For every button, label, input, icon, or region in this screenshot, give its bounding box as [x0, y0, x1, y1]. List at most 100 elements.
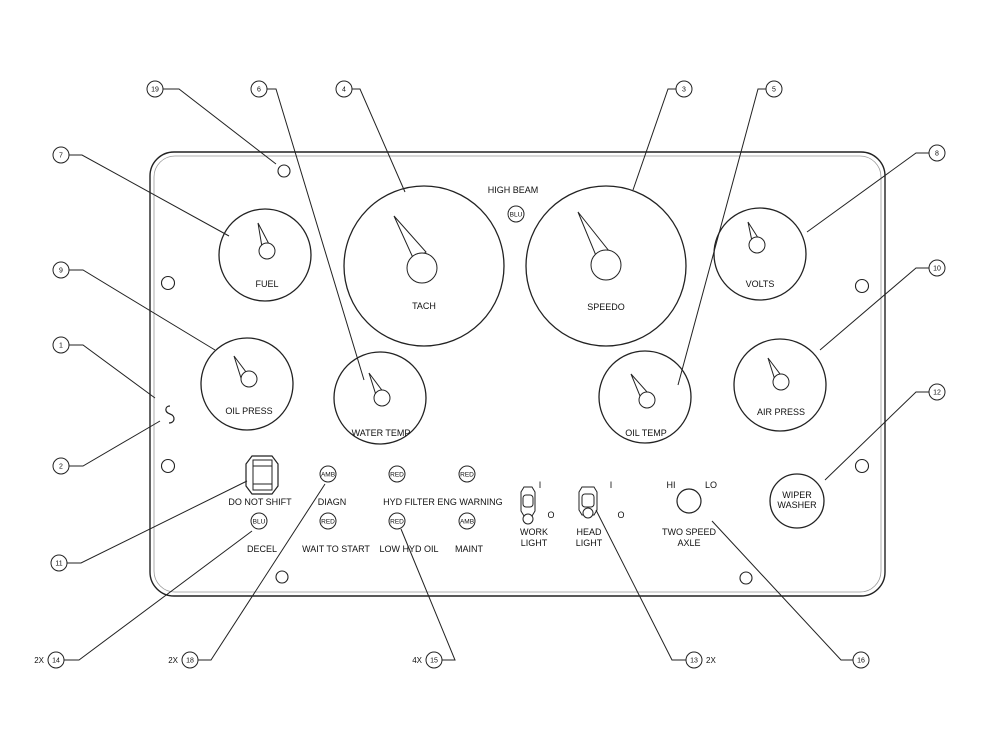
gauge-label: VOLTS — [746, 279, 775, 289]
gauge-bezel — [200, 337, 294, 431]
lamp-color-code: RED — [390, 519, 404, 526]
gauge-label: OIL PRESS — [225, 406, 272, 416]
gauge-water-temp: WATER TEMP — [333, 351, 427, 445]
gauge-label: OIL TEMP — [625, 428, 667, 438]
quantity-multiplier: 2X — [34, 656, 44, 665]
hyd-filter-label: HYD FILTER — [383, 497, 435, 507]
two-speed-hi-mark: HI — [667, 480, 676, 490]
callout-number: 10 — [933, 266, 941, 273]
gauge-oil-press: OIL PRESS — [200, 337, 294, 431]
wiper-washer-label-line2: WASHER — [777, 500, 817, 510]
lamp-color-code: RED — [321, 519, 335, 526]
callout-5 — [765, 80, 783, 98]
high-beam-lamp — [507, 205, 525, 223]
callout-number: 4 — [342, 87, 346, 94]
callout-6 — [250, 80, 268, 98]
gauge-bezel — [218, 208, 312, 302]
callout-10 — [928, 259, 946, 277]
gauge-bezel — [598, 350, 692, 444]
callout-7 — [52, 146, 70, 164]
gauge-label: AIR PRESS — [757, 407, 805, 417]
callout-3 — [675, 80, 693, 98]
callout-2 — [52, 457, 70, 475]
do-not-shift-label: DO NOT SHIFT — [228, 497, 292, 507]
callout-18 — [181, 651, 199, 669]
mounting-hole — [854, 458, 870, 474]
wait-to-start-label: WAIT TO START — [302, 544, 370, 554]
callout-number: 1 — [59, 343, 63, 350]
head-light-off-mark: O — [617, 510, 624, 520]
callout-number: 9 — [59, 268, 63, 275]
two-speed-axle-switch — [676, 488, 702, 514]
lamp-color-code: RED — [460, 472, 474, 479]
callout-9 — [52, 261, 70, 279]
callouts — [47, 80, 946, 669]
gauge-hub — [590, 249, 622, 281]
callout-4 — [335, 80, 353, 98]
gauge-bezel — [343, 185, 505, 347]
gauge-hub — [373, 389, 391, 407]
gauge-fuel: FUEL — [218, 208, 312, 302]
maint-label: MAINT — [455, 544, 484, 554]
callout-number: 13 — [690, 658, 698, 665]
gauge-hub — [638, 391, 656, 409]
callout-number: 14 — [52, 658, 60, 665]
gauge-bezel — [733, 338, 827, 432]
callout-number: 15 — [430, 658, 438, 665]
two-speed-axle-label-line2: AXLE — [677, 538, 700, 548]
wiper-washer-label-line1: WIPER — [782, 490, 812, 500]
panel-inner-border — [153, 155, 882, 593]
callout-number: 12 — [933, 390, 941, 397]
lamp-color-code: AMB — [460, 519, 474, 526]
head-light-on-mark: I — [610, 480, 613, 490]
gauge-air-press: AIR PRESS — [733, 338, 827, 432]
callout-number: 6 — [257, 87, 261, 94]
quantity-multiplier: 4X — [412, 656, 422, 665]
maint-lamp — [458, 512, 476, 530]
callout-11 — [50, 554, 68, 572]
low-hyd-oil-lamp — [388, 512, 406, 530]
callout-12 — [928, 383, 946, 401]
work-light-label-line2: LIGHT — [521, 538, 548, 548]
gauge-oil-temp: OIL TEMP — [598, 350, 692, 444]
callout-number: 11 — [55, 561, 62, 568]
gauge-hub — [748, 236, 766, 254]
gauge-bezel — [333, 351, 427, 445]
leader-lines — [64, 88, 929, 661]
callout-14 — [47, 651, 65, 669]
gauge-hub — [772, 373, 790, 391]
two-speed-lo-mark: LO — [705, 480, 717, 490]
mounting-hole — [275, 570, 289, 584]
lamp-color-code: RED — [390, 472, 404, 479]
gauge-label: FUEL — [255, 279, 278, 289]
diagn-lamp — [319, 465, 337, 483]
head-light-label-line1: HEAD — [576, 527, 602, 537]
callout-15 — [425, 651, 443, 669]
mounting-hole — [160, 458, 176, 474]
hyd-filter-lamp — [388, 465, 406, 483]
callout-number: 3 — [682, 87, 686, 94]
high-beam-label: HIGH BEAM — [488, 185, 539, 195]
work-light-label-line1: WORK — [520, 527, 548, 537]
decel-label: DECEL — [247, 544, 277, 554]
callout-number: 19 — [151, 87, 159, 94]
quantity-multiplier: 2X — [168, 656, 178, 665]
work-light-off-mark: O — [547, 510, 554, 520]
callout-13 — [685, 651, 703, 669]
diagn-label: DIAGN — [318, 497, 347, 507]
panel-border — [149, 151, 886, 597]
callout-number: 8 — [935, 151, 939, 158]
gauge-hub — [240, 370, 258, 388]
two-speed-axle-label-line1: TWO SPEED — [662, 527, 717, 537]
eng-warning-lamp — [458, 465, 476, 483]
gauge-speedo: SPEEDO — [525, 185, 687, 347]
head-light-label-line2: LIGHT — [576, 538, 603, 548]
work-light-toggle-switch — [520, 486, 536, 525]
wiper-washer-switch — [769, 473, 825, 529]
wait-to-start-lamp — [319, 512, 337, 530]
head-light-toggle-switch — [578, 486, 598, 519]
do-not-shift-switch — [245, 455, 279, 495]
decel-lamp — [250, 512, 268, 530]
gauge-bezel — [713, 207, 807, 301]
